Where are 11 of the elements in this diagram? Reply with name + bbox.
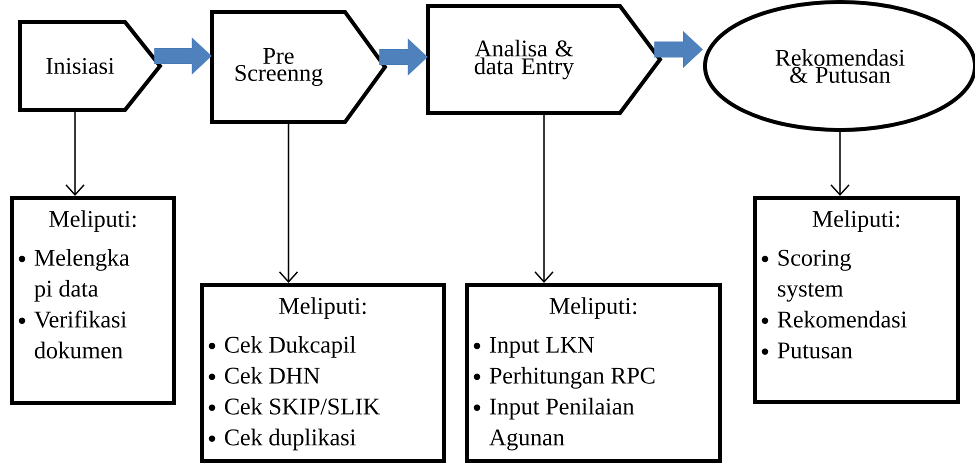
arrow — [65, 110, 85, 196]
description-box: Meliputi: Input LKN Perhitungan RPC Input Penilaian Agunan — [465, 283, 722, 463]
process-arrow-box: Analisa & data Entry — [426, 4, 662, 115]
description-box: Meliputi: Cek Dukcapil Cek DHN Cek SKIP/SLIK Cek duplikasi — [200, 283, 446, 463]
arrow — [534, 113, 554, 283]
arrow — [278, 122, 298, 283]
description-box: Meliputi: Melengka pi data Verifikasi dokumen — [10, 196, 176, 405]
process-arrow-box: Inisiasi — [18, 20, 163, 112]
arrow — [830, 132, 850, 196]
process-arrow-box: Pre Screenng — [210, 10, 388, 124]
description-box: Meliputi: Scoring system Rekomendasi Putusan — [753, 196, 960, 404]
